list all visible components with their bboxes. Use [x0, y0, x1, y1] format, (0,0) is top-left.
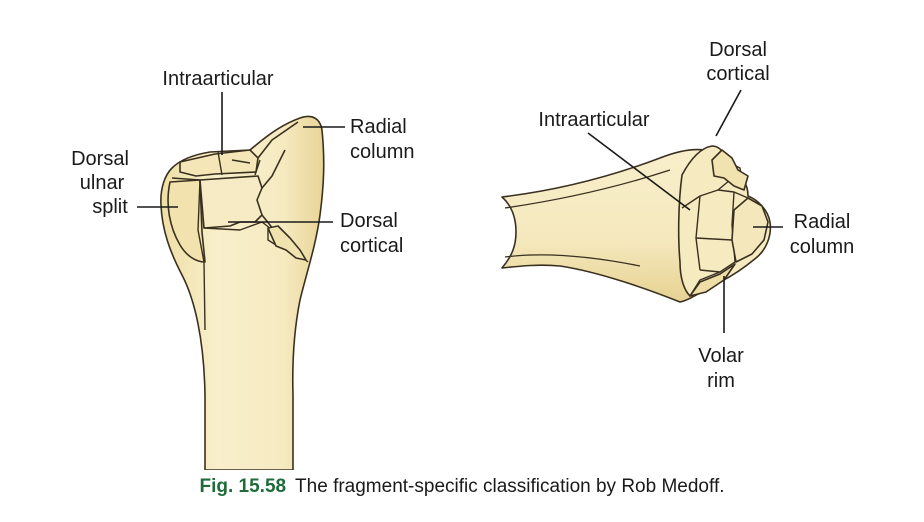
- right-fragment-lines: [681, 161, 749, 297]
- right-bone-shaft: [501, 148, 716, 303]
- left-label-radial-column-line1: Radial: [350, 116, 407, 138]
- left-label-intraarticular: Intraarticular: [162, 68, 273, 90]
- left-distal-radius: [160, 115, 325, 470]
- figure-caption-text: The fragment-specific classification by …: [295, 476, 725, 497]
- right-dorsal-fragments: [711, 149, 749, 191]
- right-label-intraarticular: Intraarticular: [538, 109, 649, 131]
- right-volar-rim-fragment: [689, 263, 736, 297]
- left-label-dorsal-cortical-line2: cortical: [340, 235, 403, 257]
- left-label-dorsal-ulnar-split-line3: split: [92, 196, 128, 218]
- left-label-dorsal-ulnar-split-line1: Dorsal: [71, 148, 129, 170]
- right-label-volar-rim-line2: rim: [707, 370, 735, 392]
- right-labels: Dorsal cortical Intraarticular Radial co…: [538, 39, 854, 392]
- right-shaft-contour-lower: [504, 254, 641, 267]
- left-dorsal-cortical-fragments: [267, 225, 307, 261]
- left-leader-lines: [137, 92, 345, 223]
- right-label-radial-column-line2: column: [790, 236, 854, 258]
- right-intraarticular-leader: [587, 132, 691, 211]
- left-labels: Intraarticular Radial column Dorsal ulna…: [71, 68, 414, 257]
- right-label-dorsal-cortical-line2: cortical: [706, 63, 769, 85]
- left-dorsal-ulnar-split-fragment: [167, 179, 206, 263]
- right-radial-column-fragment: [731, 197, 769, 263]
- right-distal-radius: [501, 145, 772, 303]
- figure-caption: Fig. 15.58 The fragment-specific classif…: [0, 476, 924, 498]
- right-label-volar-rim-line1: Volar: [698, 345, 744, 367]
- figure-number: Fig. 15.58: [199, 476, 287, 497]
- left-label-radial-column-line2: column: [350, 141, 414, 163]
- left-label-dorsal-cortical-line1: Dorsal: [340, 210, 398, 232]
- left-central-fragment: [199, 175, 263, 229]
- right-label-radial-column-line1: Radial: [794, 211, 851, 233]
- right-leader-lines: [587, 89, 783, 333]
- right-shaft-contour: [504, 169, 671, 209]
- right-label-dorsal-cortical-line1: Dorsal: [709, 39, 767, 61]
- fracture-diagram: Intraarticular Radial column Dorsal ulna…: [71, 39, 854, 470]
- right-dorsal-cortical-leader: [715, 89, 742, 137]
- left-label-dorsal-ulnar-split-line2: ulnar: [80, 172, 125, 194]
